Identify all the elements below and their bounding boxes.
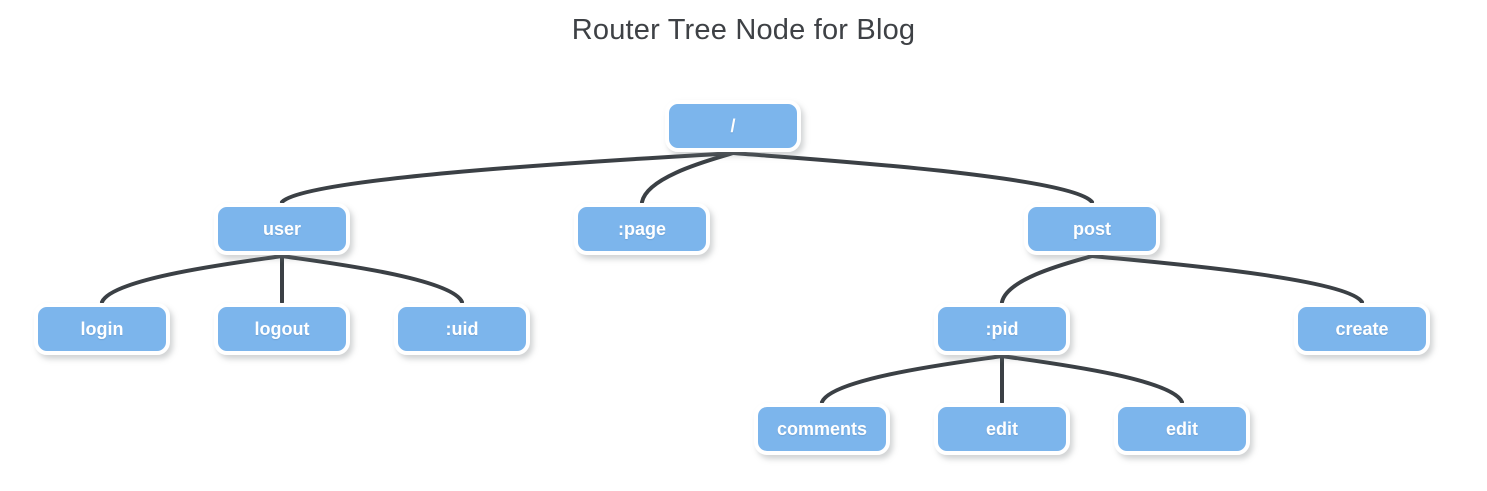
tree-node-label: create (1335, 319, 1389, 339)
tree-node-label: edit (985, 419, 1018, 439)
tree-node-page[interactable]: :page (574, 203, 710, 255)
tree-node-root[interactable]: / (665, 100, 801, 152)
tree-node-edit2[interactable]: edit (1114, 403, 1250, 455)
tree-node-create[interactable]: create (1294, 303, 1430, 355)
tree-node-label: edit (1165, 419, 1198, 439)
tree-node-label: comments (776, 419, 868, 439)
tree-node-post[interactable]: post (1024, 203, 1160, 255)
tree-node-label: login (80, 319, 124, 339)
tree-node-edit1[interactable]: edit (934, 403, 1070, 455)
tree-node-label: :uid (445, 319, 479, 339)
page-title: Router Tree Node for Blog (571, 14, 916, 46)
tree-node-label: logout (254, 319, 310, 339)
tree-node-comments[interactable]: comments (754, 403, 890, 455)
tree-node-user[interactable]: user (214, 203, 350, 255)
tree-node-logout[interactable]: logout (214, 303, 350, 355)
tree-node-label: :page (617, 219, 666, 239)
tree-node-pid[interactable]: :pid (934, 303, 1070, 355)
tree-node-label: user (262, 219, 302, 239)
tree-node-uid[interactable]: :uid (394, 303, 530, 355)
tree-node-label: / (730, 116, 736, 136)
tree-node-login[interactable]: login (34, 303, 170, 355)
tree-node-label: :pid (985, 319, 1019, 339)
tree-node-label: post (1073, 219, 1111, 239)
